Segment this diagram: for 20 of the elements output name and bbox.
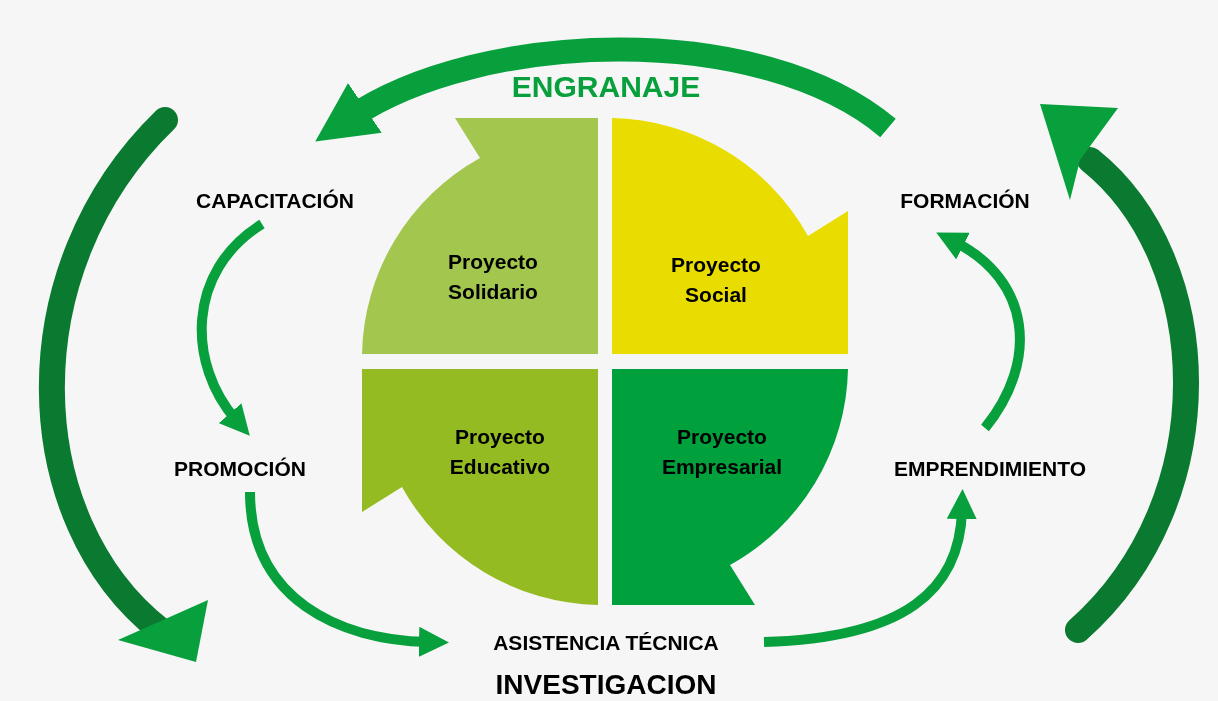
pinwheel-segment [612, 369, 848, 605]
pinwheel-segment [362, 369, 598, 605]
arrow [197, 219, 265, 437]
arrow [936, 231, 1025, 431]
pinwheel-segment [362, 118, 598, 354]
stage-label: EMPRENDIMIENTO [858, 454, 1122, 484]
segment-label: Proyecto Empresarial [660, 424, 784, 480]
arrow [763, 489, 977, 647]
pinwheel-segment [612, 118, 848, 354]
stage-label: PROMOCIÓN [145, 454, 335, 484]
stage-label: FORMACIÓN [870, 186, 1060, 216]
segment-label: Proyecto Social [670, 252, 762, 308]
diagram-title: ENGRANAJE [510, 69, 702, 105]
segment-label: Proyecto Educativo [448, 424, 552, 480]
arrow [245, 491, 449, 657]
footer-label: INVESTIGACION [494, 670, 718, 700]
stage-label: ASISTENCIA TÉCNICA [450, 628, 762, 658]
stage-label: CAPACITACIÓN [160, 186, 390, 216]
arrow [313, 37, 895, 139]
segment-label: Proyecto Solidario [447, 249, 539, 305]
